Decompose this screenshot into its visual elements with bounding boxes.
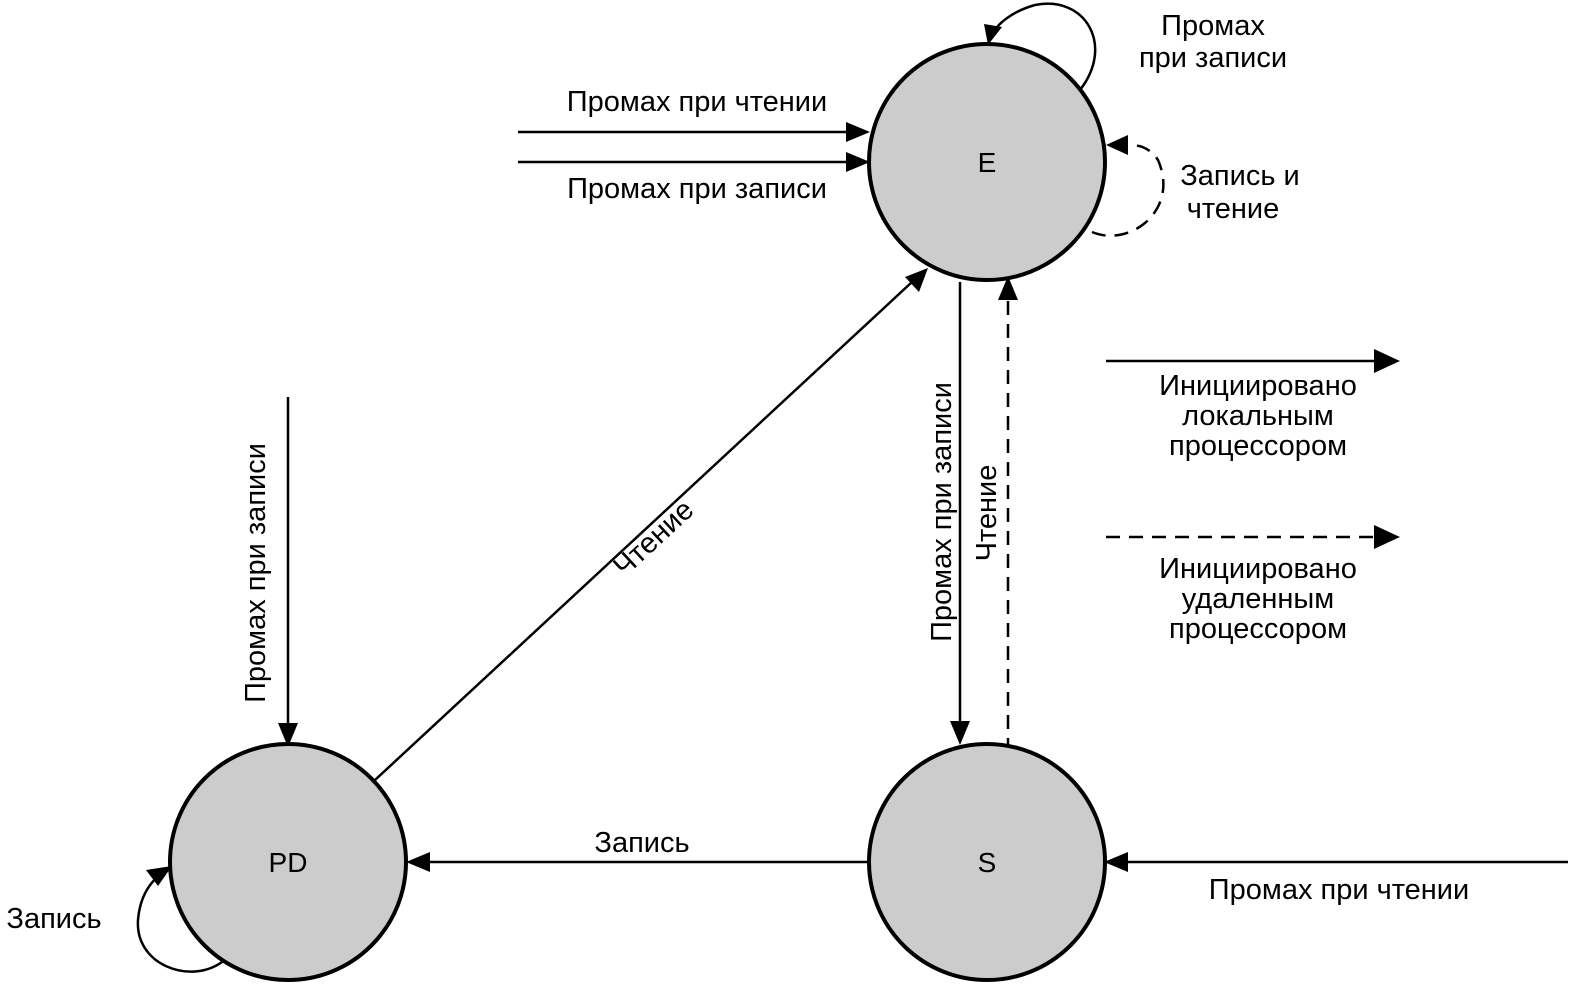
edge-in-read-miss-e — [518, 122, 870, 142]
edge-label-e-self-remote-1: Запись и — [1180, 160, 1299, 192]
edge-label-pd-to-e: Чтение — [608, 494, 701, 583]
edge-s-to-e — [998, 276, 1018, 752]
state-pd-circle — [168, 742, 408, 982]
arrowhead-icon — [905, 268, 928, 292]
legend-remote-line1: Инициировано — [1159, 553, 1357, 585]
legend-remote-line3: процессором — [1169, 613, 1347, 645]
arrowhead-icon — [950, 721, 970, 745]
legend-remote-arrow — [1106, 525, 1400, 549]
arrowhead-icon — [278, 723, 298, 747]
edge-pd-to-e — [374, 268, 928, 781]
arrowhead-icon — [1374, 349, 1400, 373]
arrowhead-icon — [998, 276, 1018, 300]
edge-label-e-to-s: Промах при записи — [926, 382, 958, 642]
edge-s-to-pd — [406, 852, 868, 872]
edge-e-self-write-miss — [984, 2, 1097, 91]
edge-label-s-to-pd: Запись — [594, 827, 689, 859]
state-s-label: S — [978, 847, 997, 878]
edge-in-read-miss-s — [1104, 852, 1568, 872]
edge-pd-self-write — [136, 866, 223, 973]
state-pd-label: PD — [269, 847, 308, 878]
legend-local-line3: процессором — [1169, 430, 1347, 462]
state-e-label: E — [978, 147, 997, 178]
edge-e-to-s — [950, 282, 970, 745]
legend: Инициировано локальным процессором Иници… — [1106, 349, 1400, 645]
arrowhead-icon — [1374, 525, 1400, 549]
legend-remote-line2: удаленным — [1182, 583, 1334, 615]
arrowhead-icon — [984, 24, 1002, 45]
state-s-circle — [867, 742, 1107, 982]
edge-label-s-to-e: Чтение — [971, 465, 1003, 562]
arrowhead-icon — [406, 852, 430, 872]
legend-local-arrow — [1106, 349, 1400, 373]
edge-in-write-miss-pd — [278, 397, 298, 747]
edge-in-write-miss-e — [518, 152, 870, 172]
arrowhead-icon — [1106, 135, 1128, 155]
edge-label-in-read-miss-e: Промах при чтении — [567, 86, 827, 118]
legend-local-line1: Инициировано — [1159, 370, 1357, 402]
arrowhead-icon — [146, 866, 172, 886]
arrowhead-icon — [1104, 852, 1128, 872]
legend-local-line2: локальным — [1182, 400, 1334, 432]
state-e-circle — [867, 42, 1107, 282]
edge-label-in-write-miss-e: Промах при записи — [567, 173, 827, 205]
edge-label-e-self-remote-2: чтение — [1187, 193, 1280, 225]
edge-label-in-write-miss-pd: Промах при записи — [240, 443, 272, 703]
edge-e-self-remote — [1091, 135, 1165, 237]
arrowhead-icon — [846, 152, 870, 172]
arrowhead-icon — [846, 122, 870, 142]
state-s: S — [867, 742, 1107, 982]
edge-label-e-self-write-miss-2: при записи — [1139, 42, 1287, 74]
state-e: E — [867, 42, 1107, 282]
edge-label-in-read-miss-s: Промах при чтении — [1209, 874, 1469, 906]
edge-label-pd-self-write: Запись — [6, 903, 101, 935]
edge-label-e-self-write-miss-1: Промах — [1161, 10, 1265, 42]
state-pd: PD — [168, 742, 408, 982]
